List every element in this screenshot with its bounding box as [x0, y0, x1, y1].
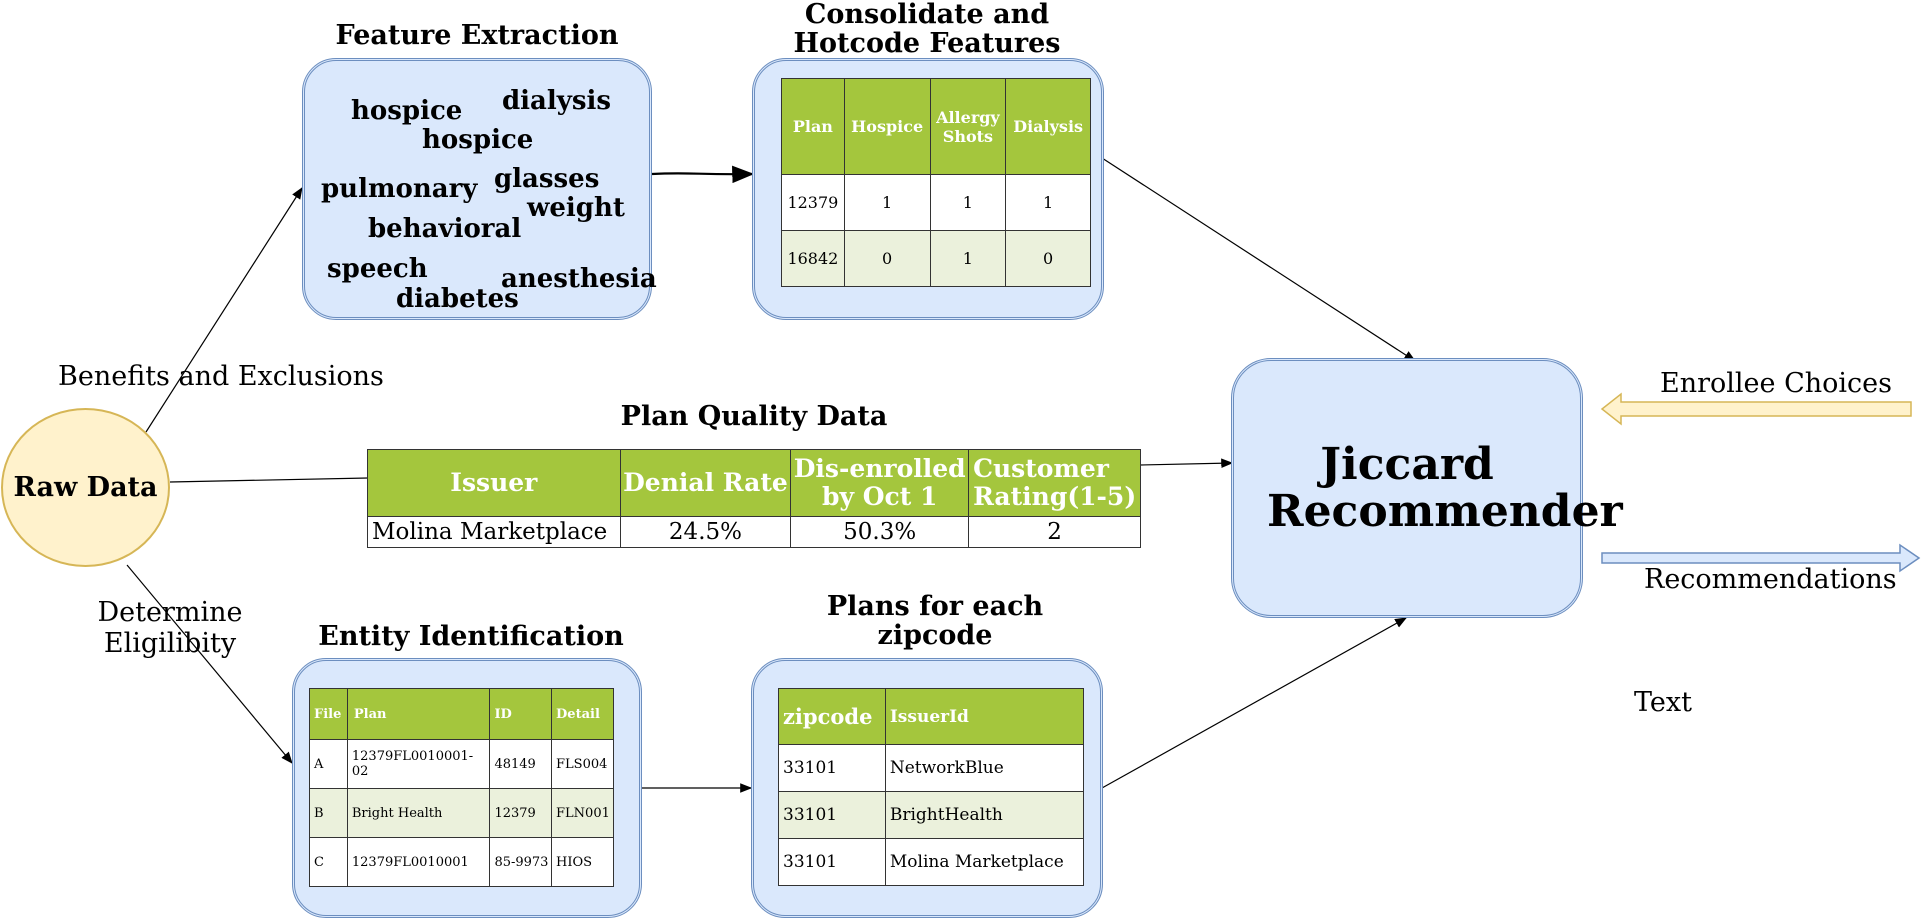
- table-cell: BrightHealth: [884, 791, 1085, 839]
- table-cell: 85-9973: [489, 837, 553, 887]
- enrollee-choices-arrow: [1600, 392, 1912, 426]
- entity-identification-title: Entity Identification: [318, 621, 624, 652]
- table-cell: 24.5%: [619, 516, 792, 548]
- table-header: Issuer: [367, 449, 621, 517]
- table-cell: 1: [929, 174, 1007, 231]
- feature-word: glasses: [494, 164, 600, 194]
- table-cell: 12379FL0010001: [346, 837, 491, 887]
- table-cell: NetworkBlue: [884, 744, 1085, 792]
- consolidate-title: Consolidate and Hotcode Features: [793, 0, 1061, 59]
- table-header: Plan: [781, 78, 845, 175]
- table-cell: 1: [843, 174, 931, 231]
- table-row: B Bright Health 12379 FLN001: [309, 788, 614, 838]
- table-cell: 0: [843, 230, 931, 287]
- edge-raw-to-quality: [169, 477, 369, 483]
- plan-quality-table: Issuer Denial Rate Dis-enrolled by Oct 1…: [367, 449, 1141, 548]
- feature-word: dialysis: [502, 86, 612, 116]
- table-cell: Bright Health: [346, 788, 491, 838]
- benefits-exclusions-label: Benefits and Exclusions: [58, 361, 384, 392]
- edge-raw-to-entity: [126, 564, 293, 764]
- recommendations-arrow: [1601, 543, 1921, 573]
- table-cell: 1: [929, 230, 1007, 287]
- table-header: Hospice: [843, 78, 931, 175]
- table-cell: HIOS: [551, 837, 614, 887]
- consolidate-table: Plan Hospice Allergy Shots Dialysis 1237…: [781, 78, 1091, 287]
- table-row: 33101 Molina Marketplace: [778, 838, 1085, 886]
- table-cell: 0: [1005, 230, 1091, 287]
- table-cell: 48149: [489, 739, 553, 789]
- raw-data-node[interactable]: Raw Data: [1, 408, 170, 567]
- table-header: File: [309, 688, 348, 740]
- table-cell: FLN001: [551, 788, 614, 838]
- table-cell: A: [309, 739, 348, 789]
- table-row: A 12379FL0010001-02 48149 FLS004: [309, 739, 614, 789]
- edge-zipcode-to-recommender: [1101, 617, 1408, 789]
- table-row: 16842 0 1 0: [781, 230, 1091, 287]
- feature-word: speech: [327, 254, 428, 284]
- feature-word: diabetes: [396, 284, 519, 314]
- entity-table: File Plan ID Detail A 12379FL0010001-02 …: [309, 688, 614, 887]
- table-row: 33101 NetworkBlue: [778, 744, 1085, 792]
- table-row: C 12379FL0010001 85-9973 HIOS: [309, 837, 614, 887]
- table-cell: Molina Marketplace: [884, 838, 1085, 886]
- table-cell: Molina Marketplace: [367, 516, 621, 548]
- table-cell: 50.3%: [790, 516, 970, 548]
- recommender-node[interactable]: Jiccard Recommender: [1231, 358, 1623, 618]
- table-header: ID: [489, 688, 553, 740]
- determine-eligibility-label: Determine Eligilibity: [97, 597, 243, 659]
- zipcode-title: Plans for each zipcode: [826, 591, 1044, 651]
- table-header: Allergy Shots: [929, 78, 1007, 175]
- recommender-label: Jiccard Recommender: [1267, 439, 1623, 537]
- table-header: IssuerId: [884, 688, 1085, 745]
- feature-word: hospice: [351, 96, 463, 126]
- table-header: Denial Rate: [619, 449, 792, 517]
- enrollee-choices-label: Enrollee Choices: [1660, 368, 1892, 399]
- feature-extraction-panel: hospice dialysis hospice pulmonary glass…: [302, 58, 657, 320]
- table-cell: 12379: [781, 174, 845, 231]
- table-cell: 33101: [778, 838, 886, 886]
- table-header: Plan: [346, 688, 491, 740]
- table-header: Detail: [551, 688, 614, 740]
- table-cell: FLS004: [551, 739, 614, 789]
- plan-quality-title: Plan Quality Data: [620, 401, 888, 432]
- text-label: Text: [1634, 687, 1692, 718]
- table-cell: 16842: [781, 230, 845, 287]
- edge-raw-to-features: [145, 186, 303, 433]
- zipcode-table: zipcode IssuerId 33101 NetworkBlue 33101…: [778, 688, 1085, 886]
- table-cell: 33101: [778, 791, 886, 839]
- table-cell: 2: [968, 516, 1141, 548]
- feature-word: anesthesia: [501, 264, 657, 294]
- table-header: Dis-enrolled by Oct 1: [790, 449, 970, 517]
- feature-word: weight: [527, 193, 625, 223]
- table-row: 12379 1 1 1: [781, 174, 1091, 231]
- edge-quality-to-recommender: [1139, 458, 1234, 469]
- raw-data-label: Raw Data: [13, 472, 158, 503]
- table-cell: C: [309, 837, 348, 887]
- edge-consolidate-to-recommender: [1101, 157, 1417, 362]
- edge-features-to-consolidate: [651, 165, 755, 184]
- feature-word: behavioral: [368, 214, 522, 244]
- table-header: zipcode: [778, 688, 886, 745]
- table-row: 33101 BrightHealth: [778, 791, 1085, 839]
- feature-extraction-title: Feature Extraction: [335, 20, 619, 51]
- recommendations-label: Recommendations: [1644, 564, 1897, 595]
- table-header: Customer Rating(1-5): [968, 449, 1141, 517]
- feature-word: hospice: [422, 125, 534, 155]
- feature-word: pulmonary: [321, 174, 478, 204]
- table-cell: 12379: [489, 788, 553, 838]
- table-cell: B: [309, 788, 348, 838]
- table-cell: 33101: [778, 744, 886, 792]
- table-cell: 12379FL0010001-02: [346, 739, 491, 789]
- table-header: Dialysis: [1005, 78, 1091, 175]
- table-row: Molina Marketplace 24.5% 50.3% 2: [367, 516, 1141, 548]
- table-cell: 1: [1005, 174, 1091, 231]
